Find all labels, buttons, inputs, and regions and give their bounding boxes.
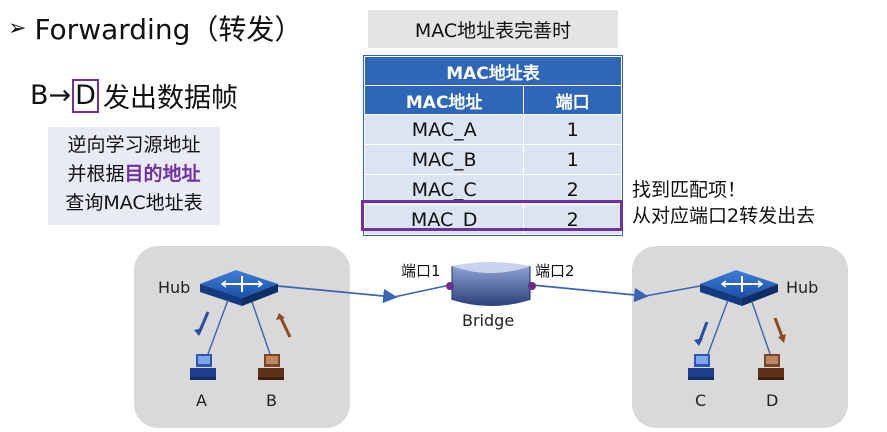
- bridge-label: Bridge: [462, 311, 514, 330]
- right-hub-label: Hub: [786, 278, 818, 297]
- down-arrow-icon: [773, 317, 785, 340]
- target-box: D: [72, 78, 99, 113]
- match-text: 找到匹配项！ 从对应端口2转发出去: [632, 177, 815, 229]
- mac-table-title: MAC地址表: [364, 56, 622, 86]
- slide-title: ➢ Forwarding（转发）: [8, 8, 302, 48]
- sender-line: B→D 发出数据帧: [30, 76, 238, 115]
- hub-icon: [200, 270, 278, 306]
- host-d-icon: [758, 354, 784, 380]
- hub-icon: [700, 270, 778, 306]
- port-1-dot: [446, 282, 454, 290]
- note-line-1: 逆向学习源地址: [67, 134, 201, 156]
- link-arrow-right: [531, 284, 649, 303]
- host-c-icon: [688, 354, 714, 380]
- note-line-2-prefix: 并根据: [67, 163, 125, 185]
- up-arrow-icon: [278, 315, 292, 338]
- host-b-icon: [258, 354, 284, 380]
- learning-note: 逆向学习源地址 并根据目的地址 查询MAC地址表: [48, 127, 220, 225]
- bridge-icon: [451, 262, 531, 306]
- host-a-icon: [190, 354, 216, 380]
- sender-suffix: 发出数据帧: [102, 83, 238, 114]
- link-left-bridge: [393, 284, 451, 298]
- note-highlight: 目的地址: [124, 163, 201, 185]
- table-caption: MAC地址表完善时: [368, 10, 618, 48]
- port-2-dot: [528, 282, 536, 290]
- note-line-2: 并根据目的地址: [48, 160, 220, 189]
- host-a-label: A: [196, 391, 207, 410]
- arrow-bullet-icon: ➢: [8, 15, 27, 41]
- sender-prefix: B→: [30, 80, 72, 111]
- port-2-label: 端口2: [535, 262, 575, 280]
- match-text-line-1: 找到匹配项！: [632, 179, 747, 201]
- note-line-3: 查询MAC地址表: [65, 192, 203, 214]
- link-bridge-right: [644, 285, 701, 297]
- cell-port: 1: [523, 144, 622, 175]
- title-text: Forwarding（转发）: [34, 13, 303, 46]
- host-b-label: B: [266, 391, 277, 410]
- host-d-label: D: [766, 391, 778, 410]
- cell-port: 2: [523, 174, 622, 205]
- link-arrow-left: [277, 285, 398, 304]
- left-hub-label: Hub: [158, 278, 190, 297]
- match-highlight: [361, 200, 623, 231]
- port-1-label: 端口1: [401, 262, 441, 280]
- column-header-port: 端口: [523, 85, 622, 115]
- host-c-label: C: [695, 391, 706, 410]
- match-text-line-2: 从对应端口2转发出去: [632, 205, 816, 227]
- cell-mac: MAC_A: [363, 114, 525, 145]
- cell-port: 1: [523, 114, 622, 145]
